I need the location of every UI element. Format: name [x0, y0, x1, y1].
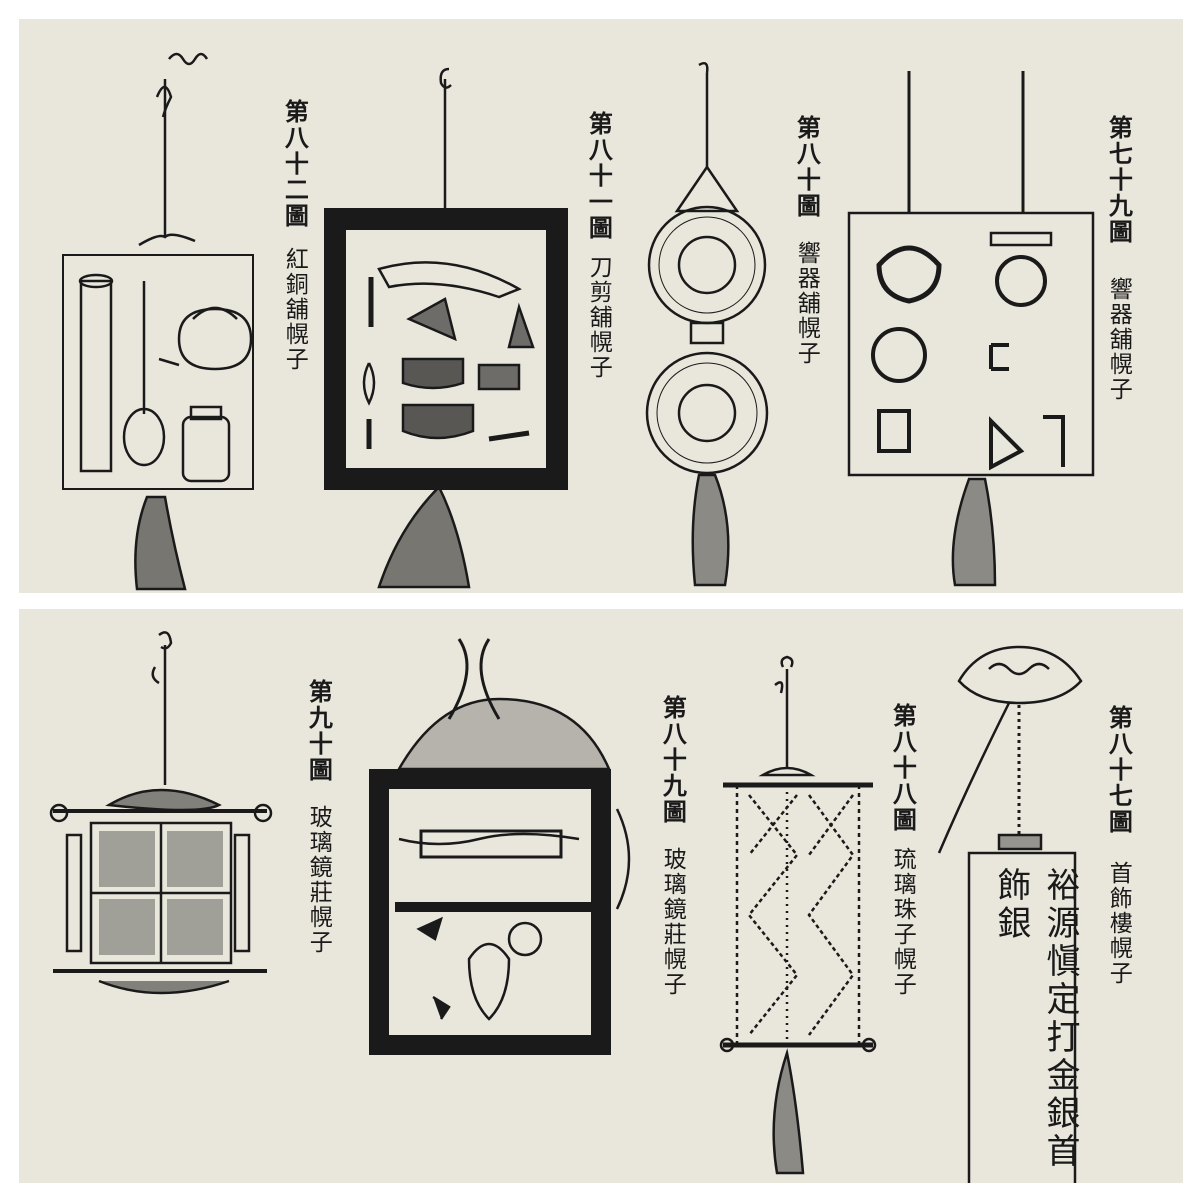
- figure-name: 刀剪舖幌子: [585, 255, 612, 380]
- figure-name: 紅銅舖幌子: [281, 247, 308, 372]
- bottom-panel: 裕源愼定打金銀首飾銀 第九十圖 玻璃鏡莊幌子 第八十九圖 玻璃鏡莊幌子 第八十八…: [18, 608, 1184, 1184]
- jewelry-sign-drawing: [937, 645, 1083, 1183]
- caption-fig-87-name: 首飾樓幌子: [1105, 861, 1132, 986]
- caption-fig-79: 第七十九圖: [1104, 115, 1134, 245]
- figure-name: 響器舖幌子: [1105, 277, 1132, 402]
- figure-number: 第九十圖: [304, 679, 334, 783]
- mirror-shop-board-drawing: [369, 638, 631, 1055]
- caption-fig-89-name: 玻璃鏡莊幌子: [659, 847, 686, 997]
- figure-number: 第八十七圖: [1104, 705, 1134, 835]
- bottom-panel-drawings: [49, 631, 1083, 1183]
- top-panel-drawings: [62, 52, 1095, 591]
- caption-fig-89: 第八十九圖: [658, 695, 688, 825]
- figure-name: 首飾樓幌子: [1105, 861, 1132, 986]
- copper-shop-sign-drawing: [62, 52, 254, 591]
- caption-fig-80-name: 響器舖幌子: [793, 241, 820, 366]
- figure-number: 第八十九圖: [658, 695, 688, 825]
- bead-sign-drawing: [719, 655, 877, 1175]
- caption-fig-90: 第九十圖: [304, 679, 334, 783]
- figure-number: 第八十二圖: [280, 99, 310, 229]
- figure-number: 第七十九圖: [1104, 115, 1134, 245]
- mirror-lantern-drawing: [49, 631, 273, 995]
- figure-number: 第八十八圖: [888, 703, 918, 833]
- sign-inscription: 裕源愼定打金銀首飾銀: [991, 867, 1080, 1171]
- gong-board-sign-drawing: [847, 71, 1095, 587]
- figure-name: 響器舖幌子: [793, 241, 820, 366]
- jewelry-sign-text: 裕源愼定打金銀首飾銀: [987, 867, 1085, 1177]
- top-panel: 第八十二圖 紅銅舖幌子 第八十一圖 刀剪舖幌子 第八十圖 響器舖幌子 第七十九圖…: [18, 18, 1184, 594]
- caption-fig-82: 第八十二圖: [280, 99, 310, 229]
- figure-number: 第八十圖: [792, 115, 822, 219]
- caption-fig-88: 第八十八圖: [888, 703, 918, 833]
- caption-fig-90-name: 玻璃鏡莊幌子: [305, 805, 332, 955]
- gong-shop-sign-drawing: [645, 62, 769, 587]
- caption-fig-81: 第八十一圖: [584, 111, 614, 241]
- caption-fig-81-name: 刀剪舖幌子: [585, 255, 612, 380]
- figure-name: 琉璃珠子幌子: [889, 847, 916, 997]
- caption-fig-87: 第八十七圖: [1104, 705, 1134, 835]
- figure-number: 第八十一圖: [584, 111, 614, 241]
- caption-fig-82-name: 紅銅舖幌子: [281, 247, 308, 372]
- knife-shop-sign-drawing: [324, 67, 568, 589]
- caption-fig-88-name: 琉璃珠子幌子: [889, 847, 916, 997]
- caption-fig-80: 第八十圖: [792, 115, 822, 219]
- caption-fig-79-name: 響器舖幌子: [1105, 277, 1132, 402]
- figure-name: 玻璃鏡莊幌子: [659, 847, 686, 997]
- figure-name: 玻璃鏡莊幌子: [305, 805, 332, 955]
